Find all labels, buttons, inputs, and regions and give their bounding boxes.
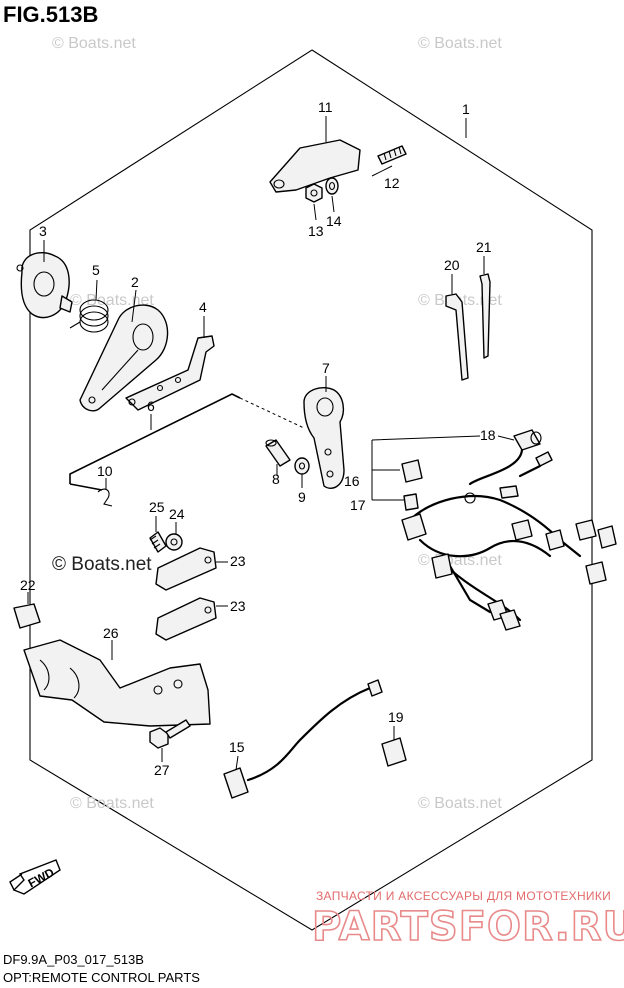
callout-5: 5 [92,262,100,278]
watermark: © Boats.net [418,35,502,52]
spring-part-5 [69,299,109,333]
callout-8: 8 [272,471,280,487]
cam-part-3 [16,252,73,319]
cable-part-15 [223,679,383,799]
clip-part-10 [97,488,113,507]
cable-tie-part-21 [479,273,491,359]
watermark: © Boats.net [418,552,502,569]
callout-20: 20 [444,257,460,273]
cable-tie-part-20 [445,293,469,381]
callout-4: 4 [199,299,207,315]
washer-part-14 [325,177,339,195]
callout-10: 10 [97,463,113,479]
callouts: 1 2 3 4 5 6 7 8 9 10 11 12 13 14 15 16 1… [20,99,515,778]
bracket-part-23-upper [155,547,217,591]
callout-22: 22 [20,577,36,593]
callout-24: 24 [169,506,185,522]
callout-23-upper: 23 [230,553,246,569]
callout-9: 9 [298,489,306,505]
pad-part-22 [13,603,41,629]
callout-17: 17 [350,497,366,513]
callout-3: 3 [39,223,47,239]
pin-part-8 [265,439,291,467]
connector-part-16 [401,459,423,483]
callout-16: 16 [344,473,360,489]
callout-25: 25 [149,499,165,515]
shop-tagline: ЗАПЧАСТИ И АКСЕССУАРЫ ДЛЯ МОТОТЕХНИКИ [316,889,611,903]
forward-direction-arrow: FWD [9,859,61,895]
callout-21: 21 [476,239,492,255]
arm-part-7 [303,386,345,489]
shop-brand-logo: PARTSFOR.RU [312,904,624,950]
link-part-4 [125,335,215,411]
washer-part-24 [165,533,183,551]
diagram-caption: OPT:REMOTE CONTROL PARTS [3,970,200,985]
callout-27: 27 [154,762,170,778]
cap-part-19 [381,737,407,767]
nut-part-13 [305,183,323,203]
callout-19: 19 [388,709,404,725]
watermark: © Boats.net [52,35,136,52]
callout-26: 26 [103,625,119,641]
callout-2: 2 [131,274,139,290]
watermark: © Boats.net [418,795,502,812]
callout-23-lower: 23 [230,598,246,614]
watermark: © Boats.net [52,554,152,575]
watermark: © Boats.net [70,795,154,812]
callout-18: 18 [480,427,496,443]
assembly-frame [29,49,593,931]
bolt-part-12 [377,145,407,165]
rod-part-6 [69,393,305,491]
bracket-part-11 [269,139,361,193]
screw-part-25 [149,531,167,553]
arm-part-2 [79,304,169,412]
figure-title: FIG.513B [3,2,98,27]
callout-15: 15 [229,739,245,755]
watermark: © Boats.net [70,292,154,309]
callout-13: 13 [308,223,324,239]
callout-11: 11 [318,99,333,115]
callout-7: 7 [322,360,330,376]
diagram-code: DF9.9A_P03_017_513B [3,952,144,967]
grommet-part-18 [468,429,553,486]
callout-14: 14 [326,213,342,229]
callout-6: 6 [147,398,155,414]
wiring-harness [401,485,617,631]
washer-part-9 [294,457,310,475]
connector-part-17 [403,493,419,511]
bolt-part-27 [149,719,191,749]
callout-1: 1 [462,101,470,117]
bracket-part-23-lower [155,597,217,641]
plate-part-26 [23,639,211,727]
callout-12: 12 [384,175,400,191]
